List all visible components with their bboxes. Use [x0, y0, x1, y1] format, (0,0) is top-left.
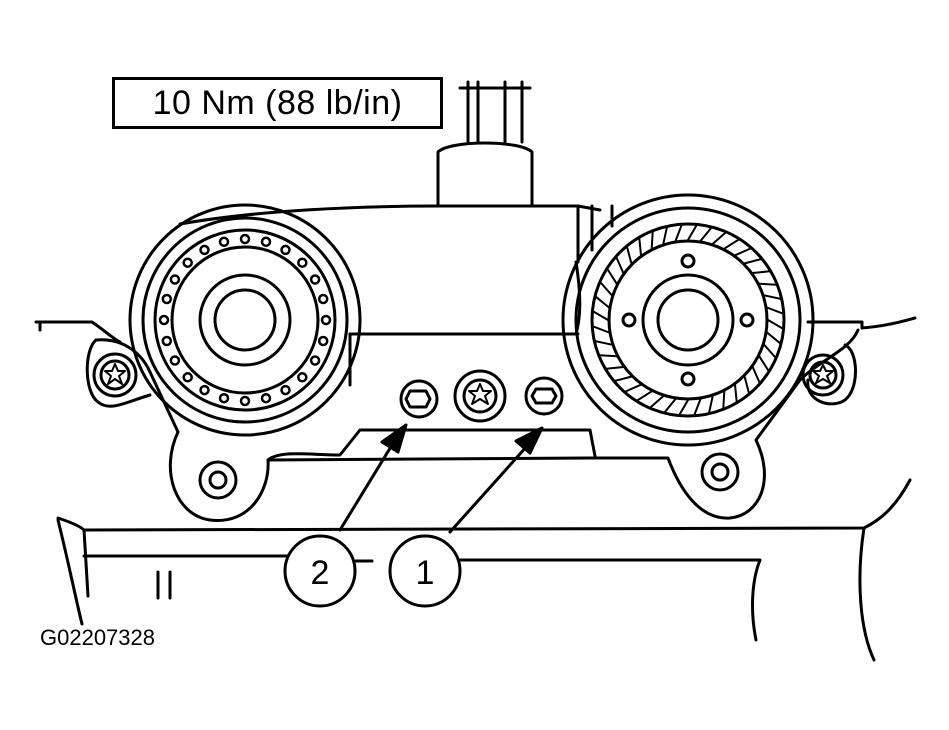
pulley-tooth [594, 340, 613, 346]
pulley-hole [260, 392, 272, 404]
pulley-hole [161, 293, 173, 305]
figure-code: G02207328 [40, 625, 155, 650]
pulley-tooth [606, 268, 618, 285]
callout-1: 1 [388, 534, 462, 608]
timing-cover-housing [34, 204, 917, 522]
pulley-tooth [650, 230, 654, 250]
engine-block-outline [56, 478, 912, 662]
pulley-hole [199, 384, 210, 396]
pulley-hole [239, 395, 251, 407]
right-camshaft-pulley [561, 193, 815, 447]
pulley-hole [161, 335, 173, 347]
pulley-tooth [766, 306, 784, 315]
pulley-tooth [636, 390, 653, 402]
pulley-tooth [663, 398, 677, 414]
pulley-tooth [758, 282, 778, 286]
right-mount-bolt [801, 353, 845, 397]
right-lower-ear [700, 452, 740, 492]
callout-1-leader [448, 426, 544, 534]
pulley-bolt-ring [158, 233, 332, 407]
pulley-tooth [674, 224, 683, 242]
pulley-tooth [662, 226, 668, 245]
pulley-tooth [711, 231, 727, 245]
pulley-hole [182, 372, 193, 383]
left-lower-ear [198, 460, 238, 500]
pulley-tooth [598, 354, 618, 358]
callout-2-label: 2 [311, 554, 330, 592]
pulley-hole [297, 372, 308, 383]
torque-spec-label: 10 Nm (88 lb/in) [112, 77, 443, 129]
pulley-hole [158, 314, 170, 326]
pulley-teeth [592, 224, 784, 416]
bolt-2-hex [399, 379, 439, 419]
pulley-hole [309, 274, 321, 285]
callout-1-label: 1 [416, 554, 435, 592]
pulley-hole [297, 257, 308, 268]
pulley-tooth [624, 383, 642, 393]
pulley-tooth [743, 258, 762, 265]
pulley-tooth [649, 395, 665, 409]
pulley-hole [317, 335, 329, 347]
pulley-tooth [614, 375, 633, 382]
pulley-tooth [743, 375, 750, 394]
pulley-tooth [638, 237, 642, 257]
pulley-tooth [751, 270, 771, 274]
pulley-tooth [763, 343, 777, 359]
pulley-hole [280, 384, 291, 396]
left-mount-bolt [92, 352, 138, 398]
pulley-tooth [722, 390, 726, 410]
left-camshaft-pulley [128, 203, 362, 437]
pulley-tooth [699, 226, 713, 242]
pulley-tooth [763, 294, 782, 300]
callout-2: 2 [283, 534, 357, 608]
pulley-hole [218, 236, 230, 248]
pulley-hole [260, 236, 272, 248]
pulley-tooth [599, 281, 613, 297]
pulley-tooth [734, 383, 738, 403]
pulley-tooth [605, 366, 625, 370]
bolt-1-hex [524, 376, 564, 416]
pulley-tooth [592, 325, 610, 334]
pulley-tooth [766, 331, 782, 345]
pulley-hole [182, 257, 193, 268]
pulley-tooth [592, 310, 609, 321]
pulley-hole [320, 314, 332, 326]
torque-spec-text: 10 Nm (88 lb/in) [152, 83, 403, 122]
pulley-tooth [626, 246, 633, 265]
pulley-tooth [693, 398, 702, 416]
pulley-hole [218, 392, 230, 404]
pulley-hole [239, 233, 251, 245]
pulley-hole [199, 244, 210, 256]
pulley-tooth [594, 295, 610, 309]
pulley-hole [317, 293, 329, 305]
callout-2-leader [338, 423, 408, 532]
pulley-tooth [723, 238, 740, 250]
pulley-tooth [687, 224, 698, 241]
pulley-hole [280, 244, 291, 256]
pulley-hole [309, 355, 321, 366]
top-fitting [436, 80, 534, 207]
pulley-tooth [615, 256, 625, 274]
pulley-tooth [734, 247, 752, 257]
pulley-tooth [751, 366, 761, 384]
pulley-tooth [678, 399, 689, 416]
pulley-hole [169, 274, 181, 285]
pulley-tooth [767, 319, 784, 330]
pulley-tooth [758, 355, 770, 372]
center-star-bolt [453, 369, 507, 423]
pulley-tooth [708, 395, 714, 414]
pulley-hole [169, 355, 181, 366]
